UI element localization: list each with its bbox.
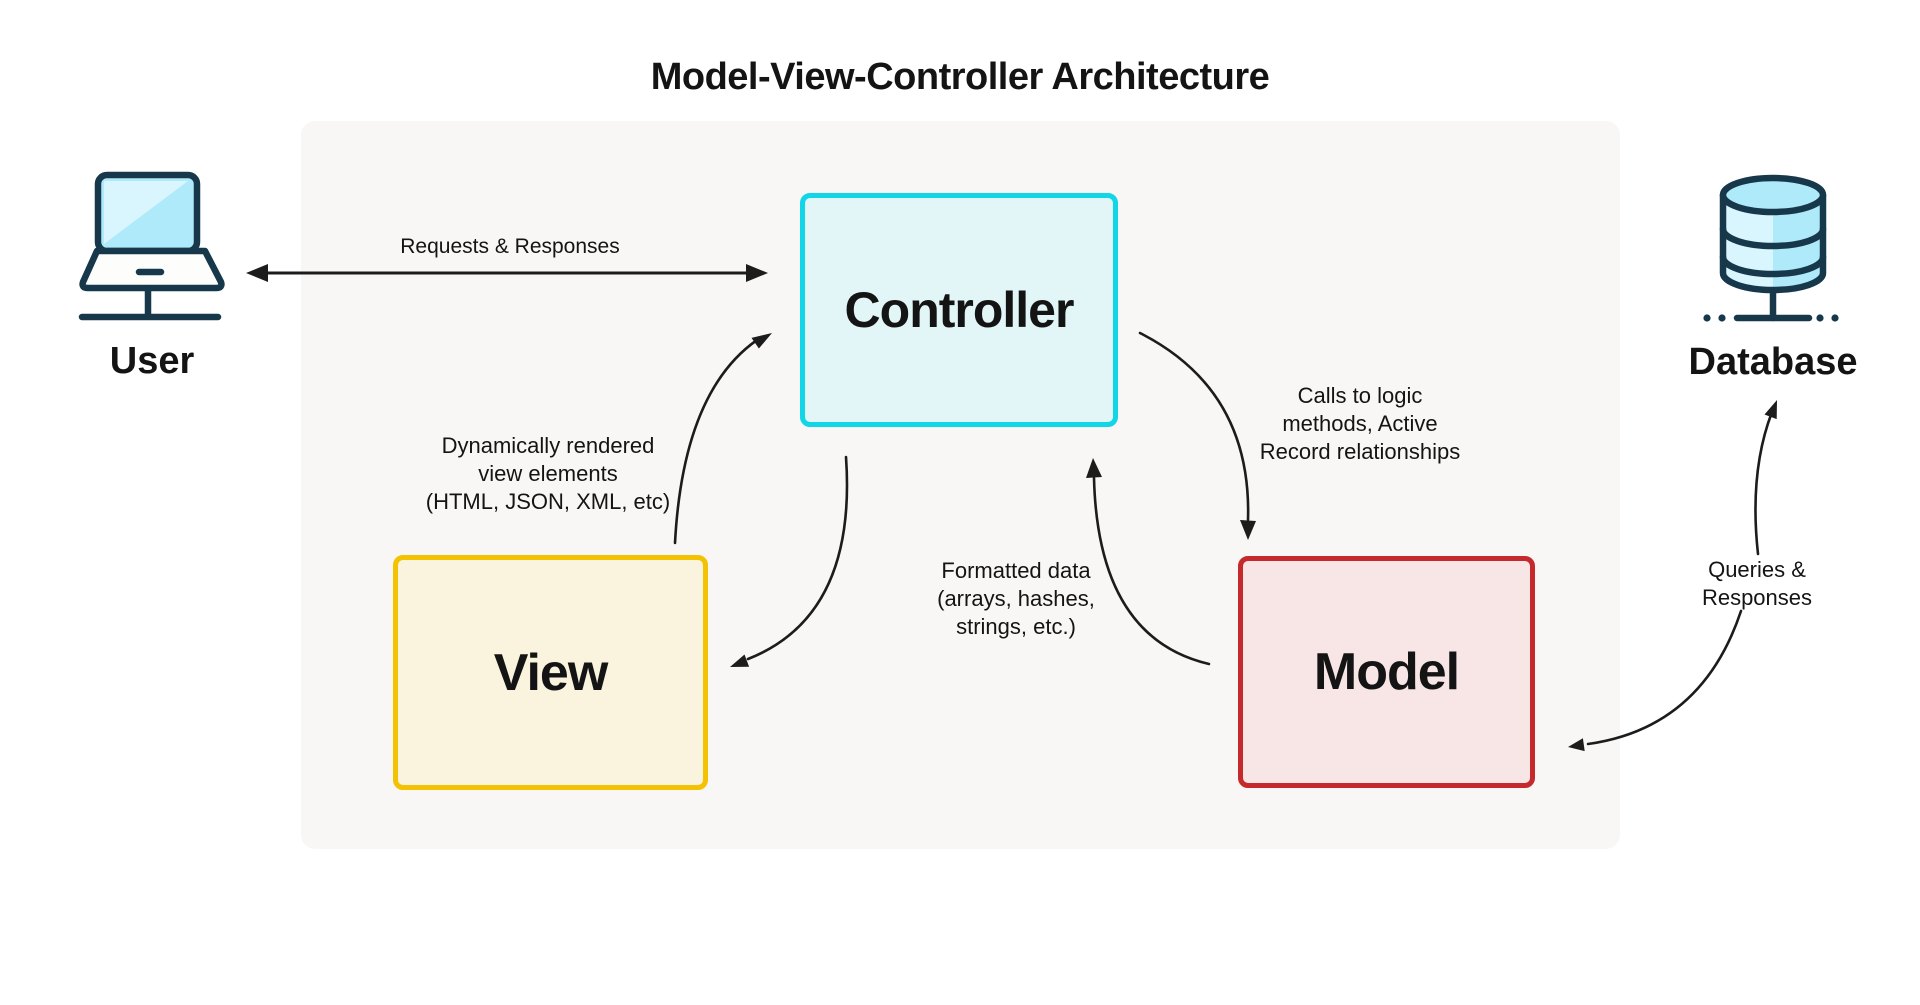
- edge-view-to-controller: [673, 338, 759, 545]
- edge-database-to-model: [1586, 609, 1743, 746]
- view-node-label: View: [493, 643, 609, 702]
- edge-label-line: Formatted data: [941, 558, 1091, 583]
- edge-label-requests-responses: Requests & Responses: [400, 235, 620, 258]
- edge-label-line: Dynamically rendered: [441, 433, 655, 458]
- arrowhead-icon: [1240, 520, 1256, 540]
- edge-label-line: Record relationships: [1259, 439, 1461, 464]
- controller-node-label: Controller: [844, 282, 1075, 338]
- edge-label-line: (HTML, JSON, XML, etc): [425, 489, 671, 514]
- db-dot: [1816, 314, 1824, 322]
- edge-label-dynamically-rendered: Dynamically rendered view elements (HTML…: [388, 432, 708, 516]
- edge-model-to-controller: [1092, 476, 1211, 666]
- arrowhead-left-icon: [246, 264, 268, 282]
- model-node-label: Model: [1313, 643, 1460, 701]
- edge-controller-to-model: [1138, 331, 1250, 522]
- arrowhead-icon: [730, 654, 750, 667]
- db-band-2: [1719, 253, 1827, 278]
- arrowhead-icon: [1568, 738, 1585, 752]
- db-top-disc-outline: [1719, 174, 1827, 216]
- page-title: Model-View-Controller Architecture: [650, 56, 1270, 98]
- arrowhead-icon: [751, 333, 772, 349]
- controller-node: Controller: [800, 193, 1118, 427]
- database-label: Database: [1688, 341, 1858, 383]
- edge-label-line: Calls to logic: [1297, 383, 1423, 408]
- database-cylinder-icon: [1703, 174, 1839, 322]
- db-band-1: [1719, 225, 1827, 250]
- edge-label-line: (arrays, hashes,: [937, 586, 1095, 611]
- edge-label-line: methods, Active: [1282, 411, 1438, 436]
- edge-label-line: view elements: [478, 461, 618, 486]
- edge-label-formatted-data: Formatted data (arrays, hashes, strings,…: [876, 557, 1156, 641]
- view-node: View: [393, 555, 708, 790]
- db-dot: [1703, 314, 1711, 322]
- laptop-screen-glare: [104, 181, 188, 244]
- model-node: Model: [1238, 556, 1535, 788]
- db-dot: [1831, 314, 1839, 322]
- db-dot: [1718, 314, 1726, 322]
- arrowhead-right-icon: [746, 264, 768, 282]
- db-top-disc: [1723, 178, 1823, 212]
- arrowhead-icon: [1764, 400, 1777, 420]
- edge-label-line: Queries &: [1708, 557, 1806, 582]
- edge-model-to-database: [1754, 410, 1774, 556]
- user-label: User: [109, 340, 195, 382]
- arrowhead-icon: [1086, 458, 1102, 478]
- edge-label-line: strings, etc.): [956, 614, 1076, 639]
- edge-label-line: Responses: [1701, 585, 1813, 610]
- laptop-icon: [78, 171, 225, 321]
- edge-controller-to-view: [746, 455, 849, 661]
- edge-label-calls-to-logic: Calls to logic methods, Active Record re…: [1220, 382, 1500, 466]
- edge-label-queries-responses: Queries & Responses: [1647, 556, 1867, 612]
